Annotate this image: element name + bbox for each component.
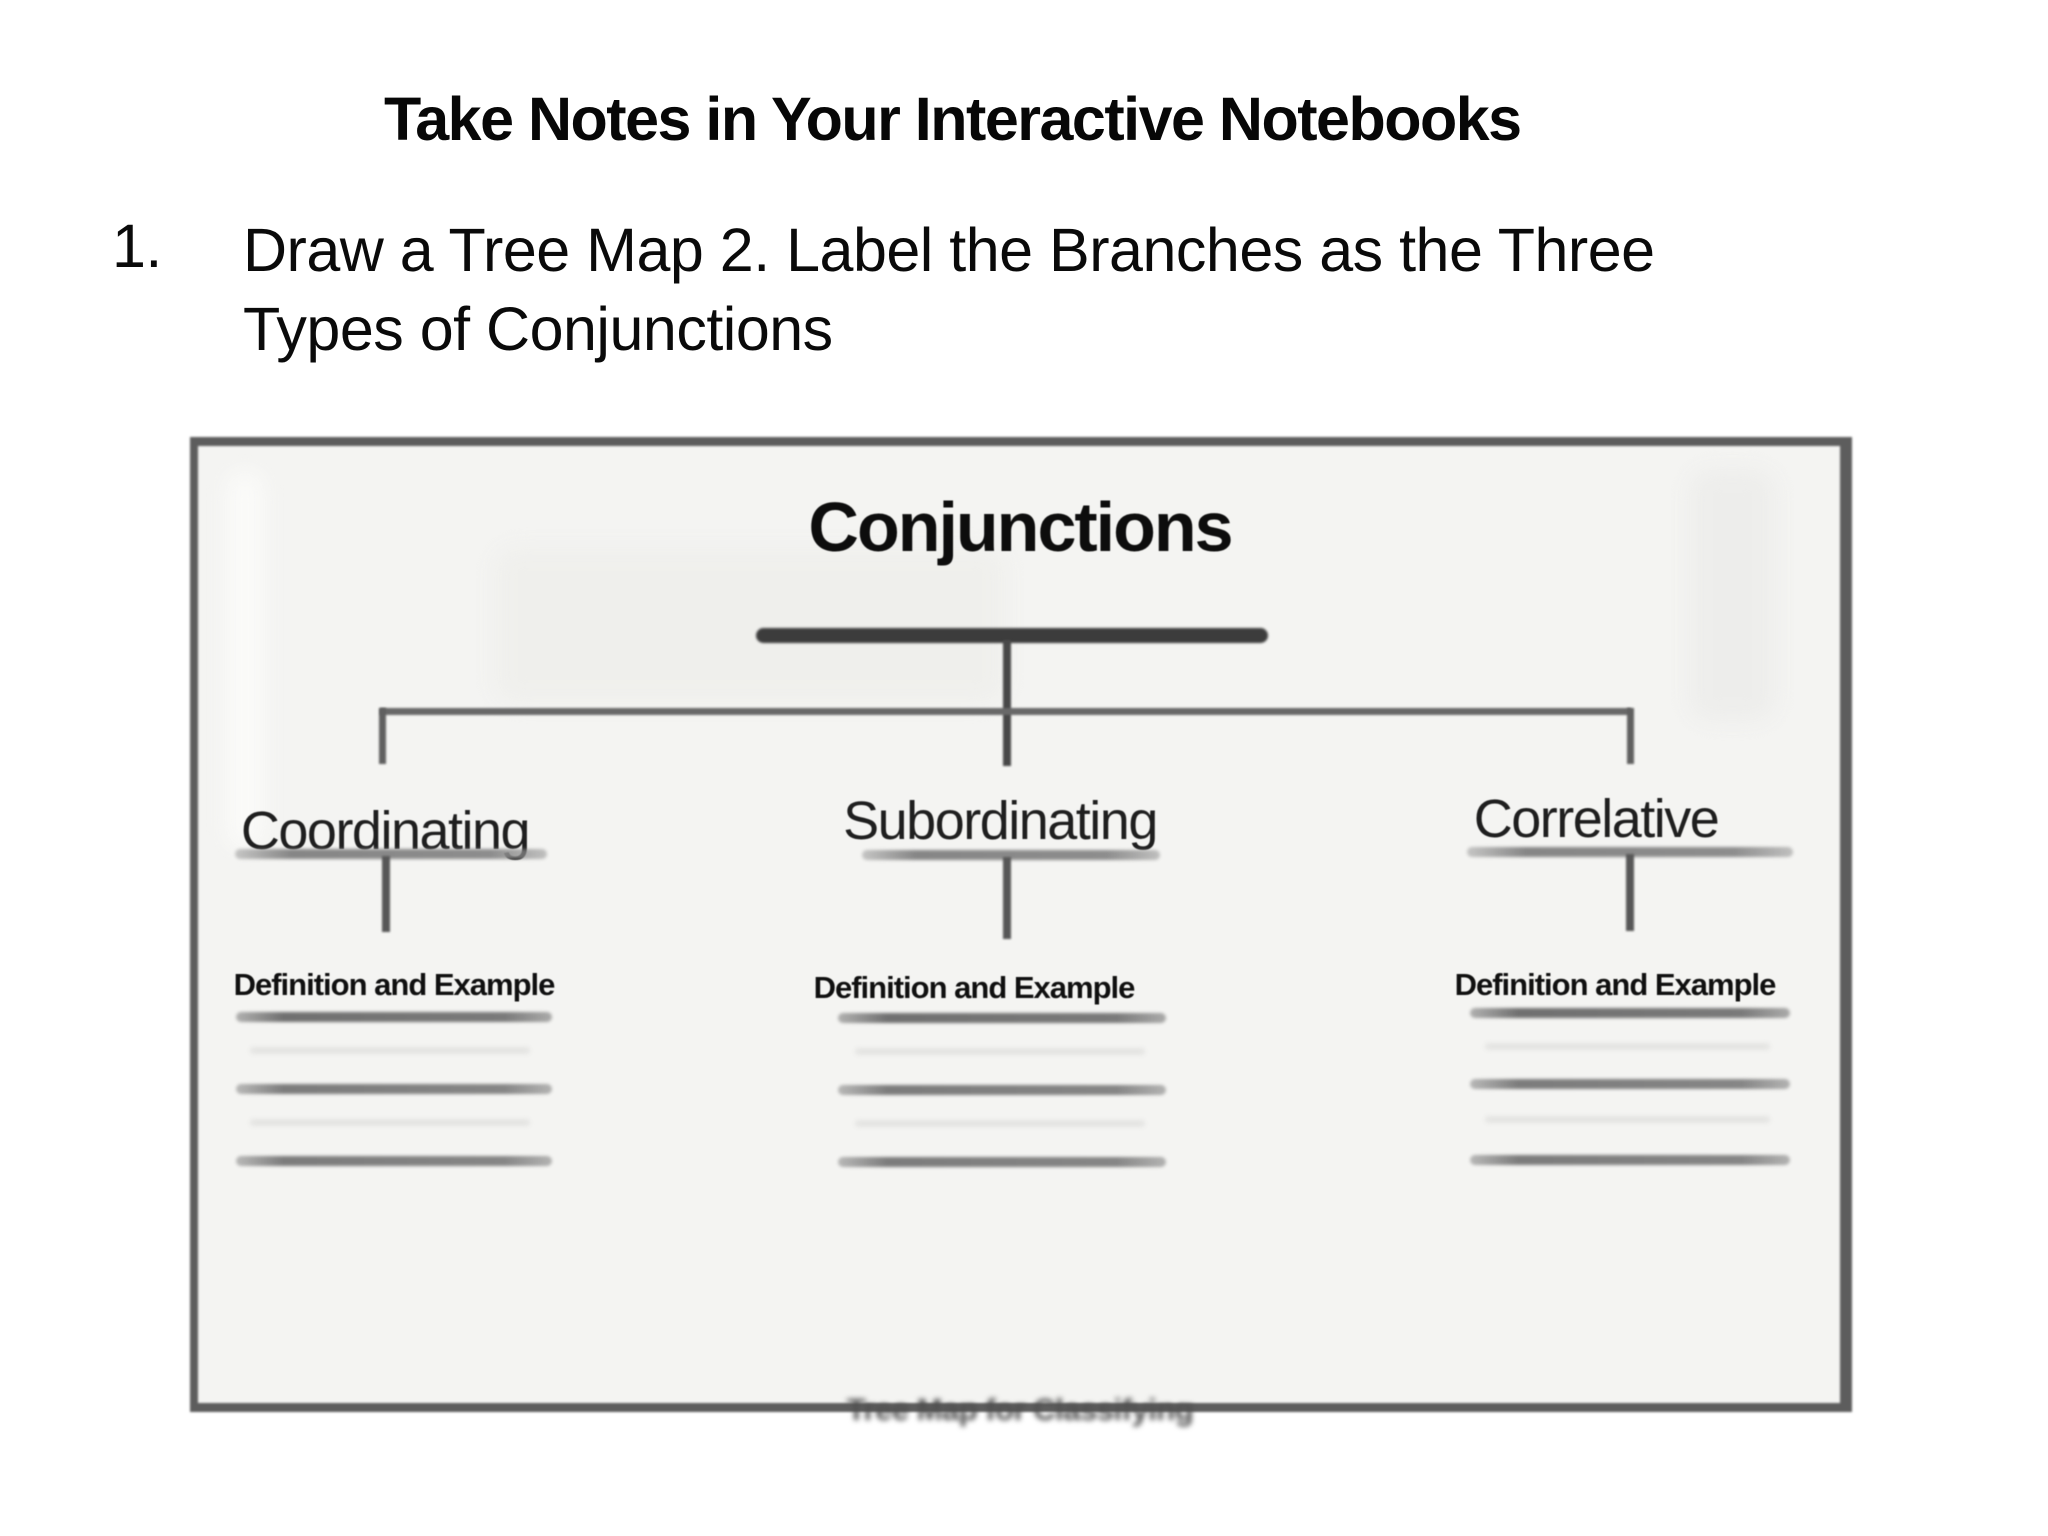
write-line	[1470, 1008, 1790, 1018]
faint-write-line	[855, 1048, 1145, 1055]
instruction-number: 1.	[112, 212, 162, 280]
write-line	[236, 1084, 552, 1094]
page-title: Take Notes in Your Interactive Notebooks	[384, 85, 1522, 153]
branch-underline	[1467, 847, 1793, 857]
write-line	[236, 1156, 552, 1166]
branch-underline	[862, 850, 1160, 860]
frame-caption: Tree Map for Classifying	[846, 1392, 1194, 1427]
tree-map-frame	[190, 437, 1852, 1412]
write-line	[1470, 1079, 1790, 1089]
scan-artifact-smudge	[495, 548, 1005, 703]
trunk-bar	[756, 628, 1268, 643]
faint-write-line	[250, 1119, 530, 1126]
faint-write-line	[1485, 1043, 1770, 1050]
definition-label: Definition and Example	[233, 967, 556, 1002]
branch-underline	[235, 849, 547, 859]
scan-artifact-smudge	[225, 470, 265, 850]
faint-write-line	[250, 1047, 530, 1054]
root-label: Conjunctions	[808, 488, 1233, 566]
definition-label: Definition and Example	[813, 970, 1136, 1005]
branch-distributor-line	[380, 708, 1631, 715]
branch-stem-line	[1626, 854, 1634, 931]
write-line	[1470, 1155, 1790, 1165]
faint-write-line	[1485, 1116, 1770, 1123]
write-line	[838, 1013, 1166, 1023]
write-line	[838, 1085, 1166, 1095]
instruction-text: Draw a Tree Map 2. Label the Branches as…	[243, 211, 1963, 369]
instruction-line-2: Types of Conjunctions	[243, 295, 833, 363]
faint-write-line	[855, 1120, 1145, 1127]
trunk-stem-line	[1003, 640, 1011, 766]
scan-artifact-smudge	[1690, 470, 1775, 720]
write-line	[236, 1012, 552, 1022]
branch-drop-line-left	[379, 708, 386, 764]
branch-stem-line	[1003, 857, 1011, 939]
write-line	[838, 1157, 1166, 1167]
branch-label-correlative: Correlative	[1473, 789, 1720, 849]
branch-drop-line-right	[1627, 708, 1634, 764]
definition-label: Definition and Example	[1454, 967, 1777, 1002]
branch-stem-line	[382, 856, 390, 932]
instruction-line-1: Draw a Tree Map 2. Label the Branches as…	[243, 216, 1655, 284]
branch-label-subordinating: Subordinating	[843, 791, 1158, 851]
